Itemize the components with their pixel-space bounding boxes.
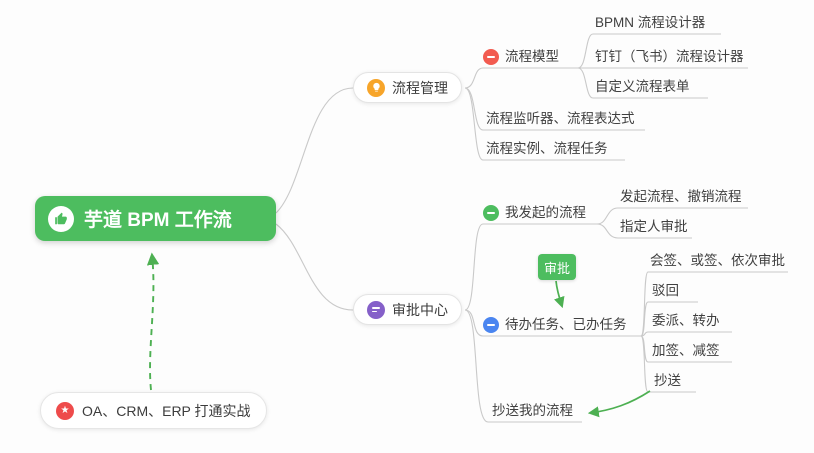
root-label: 芋道 BPM 工作流 — [84, 210, 232, 231]
node-reject[interactable]: 驳回 — [652, 280, 679, 302]
red-marker-icon — [483, 49, 499, 65]
connector-todo-done — [464, 309, 641, 337]
note-practice[interactable]: ★ OA、CRM、ERP 打通实战 — [40, 392, 267, 429]
node-label: 钉钉（飞书）流程设计器 — [595, 49, 744, 64]
blue-marker-icon — [483, 317, 499, 333]
practice-dashed-arrow — [146, 252, 160, 391]
node-countersign[interactable]: 会签、或签、依次审批 — [650, 250, 785, 272]
connector-my-started — [464, 223, 597, 311]
node-label: 审批中心 — [392, 301, 448, 318]
star-icon: ★ — [56, 401, 74, 420]
node-label: 抄送 — [654, 373, 681, 388]
cc-flow-arrow — [587, 390, 651, 418]
node-cc-my-process[interactable]: 抄送我的流程 — [492, 400, 573, 422]
connector-assignee — [596, 223, 692, 239]
document-icon — [367, 300, 385, 319]
connector-start-cancel — [596, 207, 748, 225]
node-add-remove-sign[interactable]: 加签、减签 — [652, 340, 720, 362]
node-start-cancel-process[interactable]: 发起流程、撤销流程 — [620, 186, 742, 208]
connector-root-process-mgmt — [275, 87, 354, 214]
node-label: 会签、或签、依次审批 — [650, 253, 785, 268]
node-label: 自定义流程表单 — [595, 79, 690, 94]
node-label: 抄送我的流程 — [492, 403, 573, 418]
node-custom-form[interactable]: 自定义流程表单 — [595, 76, 690, 98]
lightbulb-icon — [367, 78, 385, 97]
connector-cc-my — [464, 309, 582, 423]
node-label: 流程实例、流程任务 — [486, 141, 608, 156]
green-marker-icon — [483, 205, 499, 221]
node-my-started-process[interactable]: 我发起的流程 — [483, 202, 586, 224]
connector-instance-task — [464, 87, 625, 161]
node-listener-expression[interactable]: 流程监听器、流程表达式 — [486, 108, 635, 130]
node-label: 我发起的流程 — [505, 205, 586, 220]
node-label: 发起流程、撤销流程 — [620, 189, 742, 204]
node-instance-task[interactable]: 流程实例、流程任务 — [486, 138, 608, 160]
connector-root-approval-center — [275, 223, 354, 311]
connector-process-model — [464, 67, 578, 89]
node-cc[interactable]: 抄送 — [654, 370, 681, 392]
approval-tag-badge[interactable]: 审批 — [538, 254, 576, 280]
node-label: 流程监听器、流程表达式 — [486, 111, 635, 126]
connector-bpmn-designer — [577, 33, 721, 69]
node-label: 待办任务、已办任务 — [505, 317, 627, 332]
node-approval-center[interactable]: 审批中心 — [353, 294, 462, 325]
node-label: 流程模型 — [505, 49, 559, 64]
connector-delegate — [640, 331, 732, 337]
node-ding-feishu-designer[interactable]: 钉钉（飞书）流程设计器 — [595, 46, 744, 68]
node-label: 指定人审批 — [620, 219, 688, 234]
note-label: OA、CRM、ERP 打通实战 — [82, 402, 251, 419]
badge-label: 审批 — [543, 260, 570, 276]
node-label: 流程管理 — [392, 79, 448, 96]
node-process-management[interactable]: 流程管理 — [353, 72, 462, 103]
approval-flow-arrow — [553, 280, 565, 309]
node-label: BPMN 流程设计器 — [595, 15, 706, 30]
root-node[interactable]: 芋道 BPM 工作流 — [35, 196, 276, 241]
node-todo-done-task[interactable]: 待办任务、已办任务 — [483, 314, 627, 336]
node-bpmn-designer[interactable]: BPMN 流程设计器 — [595, 12, 705, 34]
node-process-model[interactable]: 流程模型 — [483, 46, 559, 68]
node-label: 委派、转办 — [652, 313, 720, 328]
node-delegate-transfer[interactable]: 委派、转办 — [652, 310, 720, 332]
node-assignee-approval[interactable]: 指定人审批 — [620, 216, 688, 238]
node-label: 加签、减签 — [652, 343, 720, 358]
connector-custom-form — [577, 67, 708, 99]
node-label: 驳回 — [652, 283, 679, 298]
connector-reject — [640, 301, 698, 337]
thumbs-up-icon — [48, 205, 74, 232]
